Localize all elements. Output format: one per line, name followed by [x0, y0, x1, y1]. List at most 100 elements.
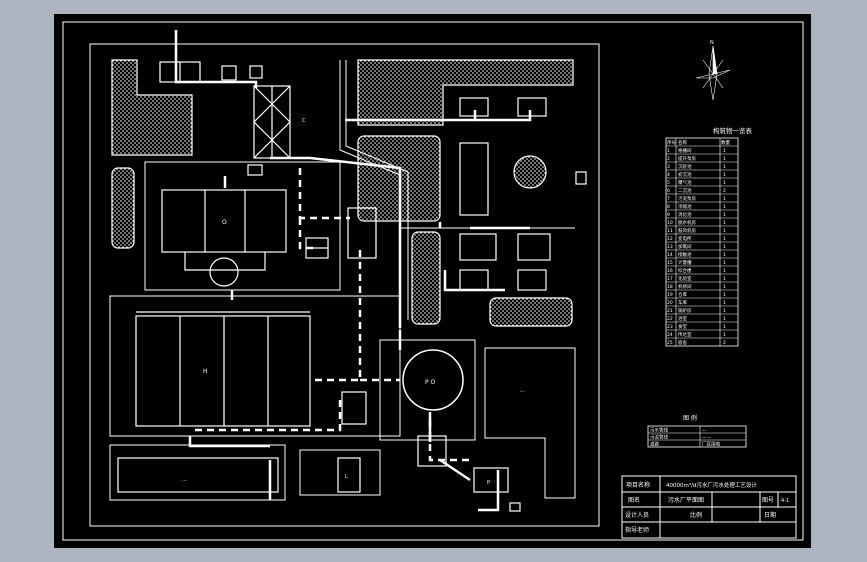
label-c: C	[302, 118, 306, 124]
structure-row-qty: 1	[723, 260, 726, 266]
grit-chamber	[253, 85, 291, 159]
structure-row-no: 22	[667, 316, 673, 322]
green-area-3	[357, 59, 574, 126]
structure-row-no: 2	[667, 156, 670, 162]
structure-row-no: 3	[667, 164, 670, 170]
green-area-6	[489, 297, 573, 327]
structure-row-qty: 1	[723, 236, 726, 242]
auxiliary-units	[247, 164, 377, 259]
structure-row-no: 6	[667, 188, 670, 194]
structure-row-qty: 2	[723, 340, 726, 346]
structure-row-name: 曝气池	[678, 179, 692, 186]
structure-row-qty: 1	[723, 156, 726, 162]
tb-designer-label: 设计人员	[625, 511, 649, 519]
structure-row-qty: 1	[723, 308, 726, 314]
structure-row-qty: 1	[723, 324, 726, 330]
structure-row-name: 二沉池	[678, 187, 692, 194]
tb-checker-label: 指导老师	[625, 526, 649, 534]
structure-row-qty: 1	[723, 276, 726, 282]
structure-row-qty: 1	[723, 212, 726, 218]
building-label-right: ...	[520, 388, 525, 394]
structure-row-name: 接触池	[678, 251, 692, 258]
structure-row-qty: 1	[723, 196, 726, 202]
structure-row-qty: 1	[723, 204, 726, 210]
structure-row-no: 21	[667, 308, 673, 314]
structure-row-no: 16	[667, 268, 673, 274]
structure-row-qty: 1	[723, 172, 726, 178]
structure-row-no: 23	[667, 324, 673, 330]
tb-drawing-value: 污水厂平面图	[668, 496, 704, 504]
structure-row-name: 沉砂池	[678, 163, 692, 170]
tb-project-label: 项目名称	[626, 481, 650, 489]
tb-date-label: 日期	[764, 511, 776, 519]
structure-row-name: 综合楼	[678, 267, 692, 274]
structure-row-name: 浴室	[678, 315, 687, 322]
north-arrow-icon	[695, 45, 731, 101]
legend-item-right: ——	[702, 436, 712, 441]
legend-table: 污水管线—污泥管线——道路厂区围墙	[647, 425, 747, 448]
structure-row-qty: 1	[723, 316, 726, 322]
clarifier	[402, 349, 464, 411]
tb-scale-label: 比例	[690, 511, 702, 519]
green-area-5	[411, 231, 441, 325]
structure-row-no: 10	[667, 220, 673, 226]
tb-drawing-no-label: 图号	[762, 497, 774, 504]
structure-row-qty: 1	[723, 228, 726, 234]
structure-row-no: 11	[667, 228, 673, 234]
structure-row-name: 格栅间	[678, 147, 692, 154]
inlet-unit-d	[249, 65, 263, 79]
structure-row-qty: 1	[723, 332, 726, 338]
structure-row-no: 18	[667, 284, 673, 290]
structure-row-name: 加氯间	[678, 243, 692, 250]
north-label: N	[710, 40, 714, 46]
sludge-unit	[341, 391, 367, 425]
structure-row-no: 20	[667, 300, 673, 306]
structure-row-name: 变电所	[678, 235, 692, 242]
inlet-unit-c	[221, 65, 237, 81]
buildings	[117, 97, 587, 512]
legend-item-left: 污泥管线	[650, 434, 668, 441]
tank-label-h: H	[203, 368, 208, 375]
structure-row-name: 消化池	[678, 211, 692, 218]
structure-row-no: 17	[667, 276, 673, 282]
structure-row-no: 25	[667, 340, 673, 346]
structure-table-header-name: 名称	[678, 139, 687, 146]
structure-row-name: 提升泵房	[678, 155, 696, 162]
structure-row-name: 浓缩池	[678, 203, 692, 210]
tb-project-value: 40000m³/d污水厂污水处理工艺设计	[666, 481, 757, 489]
aeration-tank	[135, 311, 311, 427]
building-label-bottom: ...	[182, 477, 187, 483]
structure-row-no: 13	[667, 244, 673, 250]
thickener	[417, 435, 447, 467]
structure-row-name: 初沉池	[678, 171, 692, 178]
label-p: P	[487, 480, 490, 486]
structure-row-name: 鼓风机房	[678, 227, 696, 234]
outlet-unit	[473, 467, 509, 493]
tank-label-po: P O	[425, 379, 436, 386]
structure-row-no: 12	[667, 236, 673, 242]
structure-row-name: 污泥泵房	[678, 195, 696, 202]
green-area-1	[111, 59, 193, 156]
structure-row-name: 锅炉房	[678, 307, 692, 314]
structure-row-qty: 1	[723, 180, 726, 186]
tb-drawing-no-value: 4-1	[781, 498, 789, 504]
title-block	[621, 475, 797, 539]
legend-item-left: 道路	[650, 441, 659, 448]
structure-row-no: 14	[667, 252, 673, 258]
primary-tank	[161, 189, 287, 287]
structure-row-qty: 1	[723, 244, 726, 250]
structure-row-name: 仓库	[678, 291, 687, 298]
structure-table-header-qty: 数量	[721, 139, 730, 146]
structure-row-qty: 1	[723, 252, 726, 258]
legend-item-right: 厂区围墙	[702, 441, 720, 448]
green-area-2	[111, 167, 135, 249]
structure-row-name: 传达室	[678, 331, 692, 338]
structure-row-no: 15	[667, 260, 673, 266]
structure-row-name: 车库	[678, 299, 687, 306]
structure-row-qty: 2	[723, 188, 726, 194]
bottom-unit	[337, 457, 361, 493]
site-boundary	[89, 43, 600, 527]
structure-row-no: 24	[667, 332, 673, 338]
